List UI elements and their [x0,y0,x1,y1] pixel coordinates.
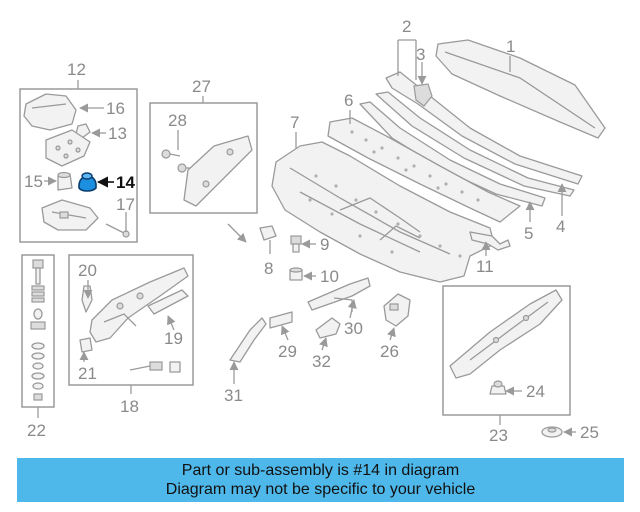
callout-10: 10 [320,267,339,286]
part-17-bolt [105,223,130,238]
part-12-plate [45,129,91,167]
part-31-rail [229,317,267,363]
box-12 [19,80,138,243]
part-22-stack [30,259,46,401]
callout-32: 32 [312,352,331,371]
part-12-bracket [41,199,99,231]
banner-line-2: Diagram may not be specific to your vehi… [165,481,476,498]
part-9-bolt [290,235,302,253]
part-8-pad [259,225,277,241]
callout-17: 17 [116,195,135,214]
callout-4: 4 [556,217,565,236]
callout-15: 15 [24,172,43,191]
part-1-top-panel [435,39,606,139]
callout-12: 12 [67,60,86,79]
part-15-bump-stop [57,171,73,191]
part-27-bracket [183,135,253,207]
callout-6: 6 [344,91,353,110]
part-28-bolts [161,149,194,173]
part-6-panel [327,117,521,223]
part-26-bracket [383,293,411,327]
callout-23: 23 [489,426,508,445]
callout-2: 2 [402,17,411,36]
callout-19: 19 [164,329,183,348]
part-20-bolt [81,285,93,313]
callout-7: 7 [290,113,299,132]
parts-diagram: 1 2 3 4 5 6 7 8 9 10 11 12 13 14 15 16 1… [19,17,606,445]
part-11-strip [469,231,511,251]
box-22 [21,254,55,418]
box-23 [442,285,571,425]
callout-11: 11 [476,257,494,276]
callout-14: 14 [116,173,135,192]
callout-3: 3 [416,45,425,64]
callout-1: 1 [506,37,515,56]
box-18 [68,254,194,394]
callout-22: 22 [27,421,46,440]
part-32-bracket [315,317,341,339]
banner-line-1: Part or sub-assembly is #14 in diagram [181,462,460,479]
part-21-nut [79,337,93,353]
part-16-cover [23,93,77,131]
part-23-rail [449,289,563,379]
box-27 [149,96,258,214]
leader-lines [44,39,576,437]
callout-24: 24 [526,382,545,401]
callout-20: 20 [78,261,97,280]
part-18-bolt [129,361,181,373]
callout-5: 5 [524,224,533,243]
part-19-bracket [147,289,189,315]
callout-27: 27 [192,77,211,96]
part-18-bracket [89,267,189,343]
callout-26: 26 [380,342,399,361]
callout-labels: 1 2 3 4 5 6 7 8 9 10 11 12 13 14 15 16 1… [24,17,599,445]
part-14-buffer[interactable] [78,172,97,192]
part-10-nut [289,267,303,281]
callout-25: 25 [580,423,599,442]
part-29-plate [269,311,293,329]
part-30-bracket [307,277,371,312]
callout-31: 31 [224,386,243,405]
callout-13: 13 [108,124,127,143]
info-banner: Part or sub-assembly is #14 in diagram D… [17,458,624,502]
part-7-rear-panel [271,141,495,283]
callout-18: 18 [120,397,139,416]
callout-8: 8 [264,259,273,278]
callout-21: 21 [78,364,97,383]
callout-29: 29 [278,342,297,361]
callout-28: 28 [168,111,187,130]
part-25-grommet [541,426,563,438]
callout-9: 9 [320,235,329,254]
callout-16: 16 [106,99,125,118]
part-24-fastener [489,380,507,395]
callout-30: 30 [344,319,363,338]
